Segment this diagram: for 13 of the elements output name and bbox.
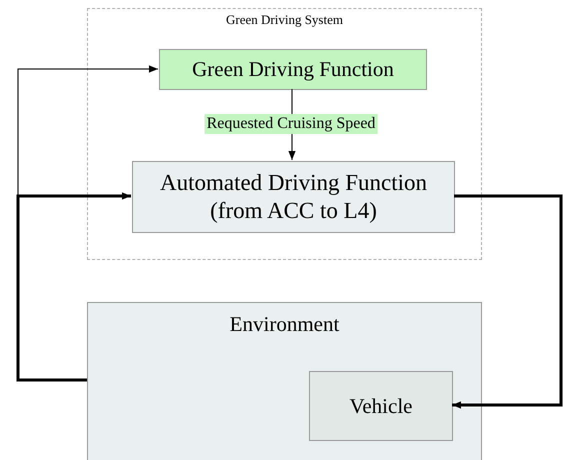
- vehicle-box: [309, 371, 453, 441]
- function-box: [132, 161, 455, 233]
- function-box: [159, 49, 427, 90]
- node-label: Environment: [230, 311, 340, 338]
- system-group-box: [87, 8, 482, 260]
- node-label: Green Driving System: [226, 12, 343, 28]
- edge-label: Requested Cruising Speed: [204, 114, 378, 134]
- node-label: Green Driving Function: [192, 56, 394, 83]
- environment-box: [87, 302, 482, 460]
- arrow: [452, 194, 562, 409]
- node-label: Vehicle: [350, 392, 412, 420]
- arrow: [16, 192, 131, 382]
- node-label: Automated Driving Function (from ACC to L4): [158, 169, 428, 225]
